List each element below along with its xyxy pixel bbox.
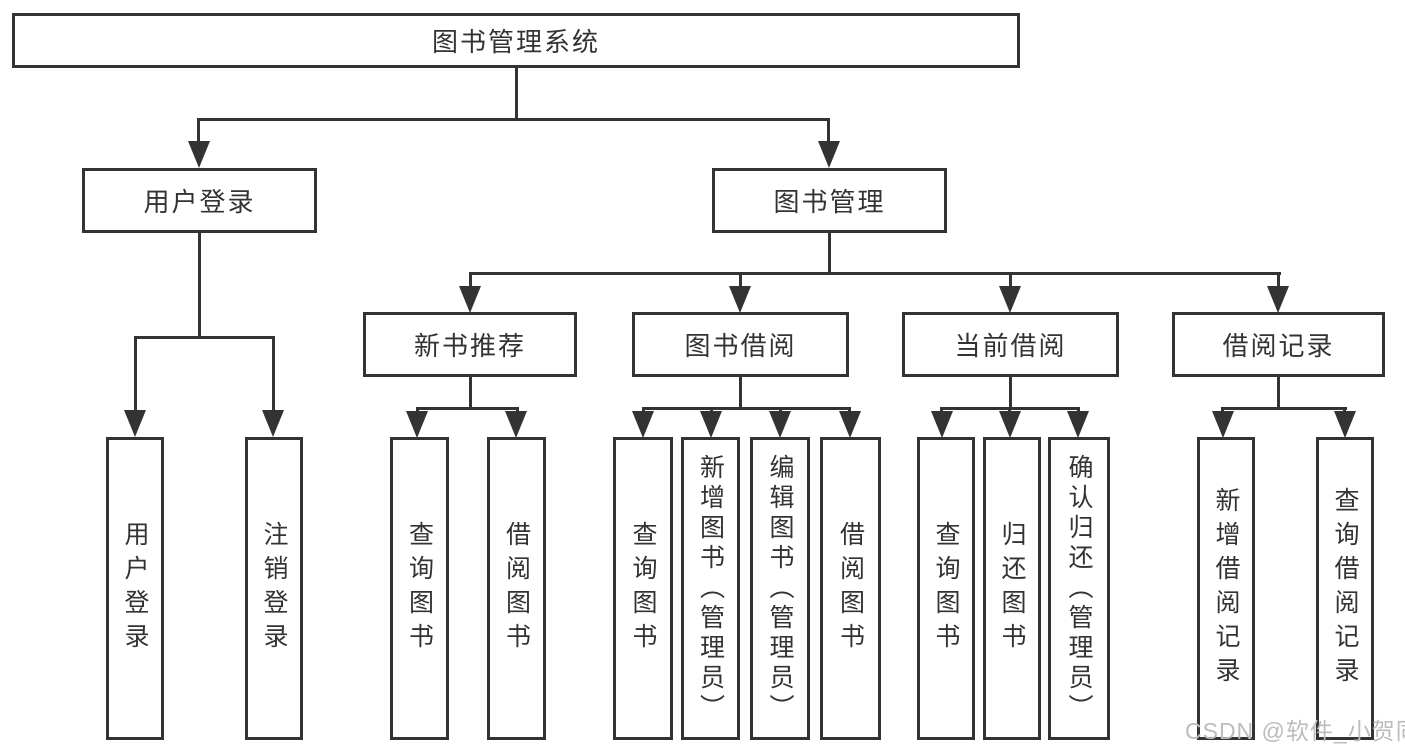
- leaf-add-book-admin: 新增图书（管理员）: [681, 437, 740, 740]
- leaf-query-books-3: 查询图书: [917, 437, 975, 740]
- leaf-return-book: 归还图书: [983, 437, 1041, 740]
- leaf-return-book-label: 归还图书: [998, 520, 1026, 657]
- connector-s0-down: [469, 375, 472, 409]
- arrowhead-s0c0: [406, 411, 428, 438]
- leaf-borrow-books-2-label: 借阅图书: [836, 520, 865, 657]
- arrowhead-s2c1: [999, 411, 1021, 438]
- node-new-books: 新书推荐: [363, 312, 577, 377]
- leaf-add-borrow-record-label: 新增借阅记录: [1212, 486, 1240, 691]
- node-borrow-records: 借阅记录: [1172, 312, 1385, 377]
- leaf-edit-book-admin-label: 编辑图书（管理员）: [766, 453, 794, 724]
- connector-login-horizontal: [134, 336, 275, 339]
- leaf-query-books-2: 查询图书: [613, 437, 673, 740]
- leaf-edit-book-admin: 编辑图书（管理员）: [750, 437, 810, 740]
- connector-leaf-login-stem: [134, 336, 137, 412]
- arrowhead-bookborrow: [729, 286, 751, 313]
- connector-currentborrow-stem: [1009, 272, 1012, 288]
- arrowhead-newbooks: [459, 286, 481, 313]
- leaf-borrow-books-1: 借阅图书: [487, 437, 546, 740]
- connector-mgmt-stem: [827, 118, 830, 146]
- leaf-logout-label: 注销登录: [260, 520, 288, 657]
- leaf-user-login: 用户登录: [106, 437, 164, 740]
- arrowhead-s2c2: [1067, 411, 1089, 438]
- leaf-query-books-1-label: 查询图书: [405, 520, 434, 657]
- node-book-borrow: 图书借阅: [632, 312, 849, 377]
- arrowhead-s1c0: [632, 411, 654, 438]
- arrowhead-leaf-logout: [262, 410, 284, 437]
- connector-leaf-logout-stem: [272, 336, 275, 412]
- connector-s3-horizontal: [1221, 407, 1347, 410]
- leaf-confirm-return-admin: 确认归还（管理员）: [1048, 437, 1110, 740]
- leaf-confirm-return-admin-label: 确认归还（管理员）: [1065, 453, 1093, 724]
- connector-login-stem: [197, 118, 200, 146]
- arrowhead-s1c1: [700, 411, 722, 438]
- node-root: 图书管理系统: [12, 13, 1020, 68]
- arrowhead-s3c0: [1212, 411, 1234, 438]
- leaf-add-borrow-record: 新增借阅记录: [1197, 437, 1255, 740]
- node-current-borrow: 当前借阅: [902, 312, 1119, 377]
- leaf-query-borrow-record-label: 查询借阅记录: [1331, 486, 1359, 691]
- leaf-query-books-2-label: 查询图书: [629, 520, 657, 657]
- leaf-query-books-1: 查询图书: [390, 437, 449, 740]
- arrowhead-borrowrecords: [1267, 286, 1289, 313]
- connector-level1-horizontal: [198, 118, 830, 121]
- arrowhead-s3c1: [1334, 411, 1356, 438]
- connector-s3-down: [1277, 375, 1280, 409]
- leaf-query-books-3-label: 查询图书: [932, 520, 960, 657]
- node-book-mgmt: 图书管理: [712, 168, 947, 233]
- leaf-borrow-books-2: 借阅图书: [820, 437, 881, 740]
- node-user-login: 用户登录: [82, 168, 317, 233]
- connector-s1-down: [739, 375, 742, 409]
- arrowhead-s1c3: [839, 411, 861, 438]
- leaf-add-book-admin-label: 新增图书（管理员）: [696, 453, 725, 724]
- connector-root-down: [515, 66, 518, 120]
- arrowhead-login: [188, 141, 210, 168]
- arrowhead-s0c1: [505, 411, 527, 438]
- connector-login-down: [198, 231, 201, 338]
- connector-s1-horizontal: [642, 407, 851, 410]
- leaf-borrow-books-1-label: 借阅图书: [502, 520, 531, 657]
- arrowhead-s2c0: [931, 411, 953, 438]
- arrowhead-s1c2: [769, 411, 791, 438]
- leaf-logout: 注销登录: [245, 437, 303, 740]
- connector-borrowrecords-stem: [1277, 272, 1280, 288]
- connector-newbooks-stem: [469, 272, 472, 288]
- connector-s2-down: [1009, 375, 1012, 409]
- leaf-query-borrow-record: 查询借阅记录: [1316, 437, 1374, 740]
- arrowhead-currentborrow: [999, 286, 1021, 313]
- connector-bookborrow-stem: [739, 272, 742, 288]
- leaf-user-login-label: 用户登录: [121, 520, 149, 657]
- connector-level3-horizontal: [469, 272, 1281, 275]
- arrowhead-mgmt: [818, 141, 840, 168]
- connector-s0-horizontal: [416, 407, 519, 410]
- watermark: CSDN @软件_小贺同学: [1185, 718, 1405, 744]
- connector-mgmt-down: [828, 231, 831, 274]
- arrowhead-leaf-login: [124, 410, 146, 437]
